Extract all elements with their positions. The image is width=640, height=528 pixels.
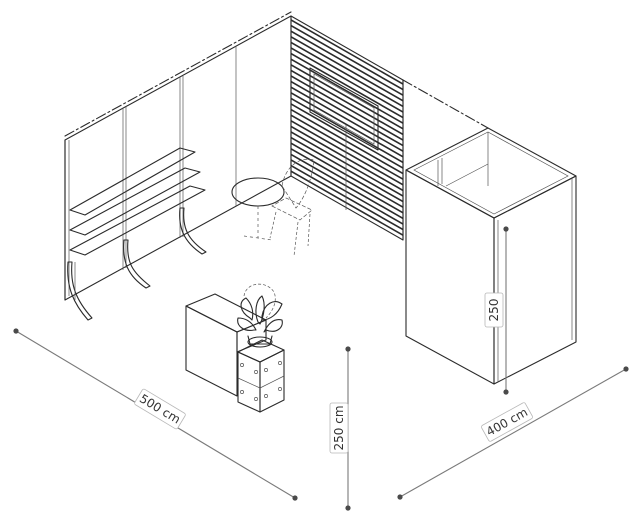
wall-slat <box>291 52 403 119</box>
counter <box>185 293 267 397</box>
cabin-height-label: 250 <box>487 299 501 322</box>
wall-slat <box>291 24 403 91</box>
wall-slat <box>291 19 403 85</box>
wall-slat <box>291 164 403 231</box>
bistro-table <box>231 177 285 241</box>
depth-dimension: 400 cm <box>397 366 629 500</box>
wall-slat <box>291 125 403 192</box>
wall-slat <box>291 108 403 175</box>
wall-slat <box>291 114 403 180</box>
wall-slat <box>291 120 403 186</box>
wall-slat <box>291 131 403 197</box>
slat-wall <box>290 15 404 241</box>
left-wall <box>64 11 292 301</box>
wall-slat <box>291 153 403 220</box>
wall-slat <box>291 30 403 96</box>
height-dimension: 250 cm <box>329 346 351 511</box>
plant-icon <box>237 283 283 348</box>
wall-window <box>309 67 379 151</box>
right-wall <box>402 79 489 241</box>
wall-slat <box>291 136 403 203</box>
cabin-height-dimension: 250 <box>484 226 509 395</box>
width-dimension: 500 cm <box>13 328 298 501</box>
storage-cabin <box>405 127 577 385</box>
wall-shelves <box>67 147 207 321</box>
wall-slat <box>291 142 403 208</box>
wall-slat <box>291 36 403 102</box>
wall-slat <box>291 41 403 108</box>
plant-stand <box>237 339 285 413</box>
height-label: 250 cm <box>332 405 346 450</box>
wall-slat <box>291 103 403 169</box>
chair <box>269 158 315 257</box>
wall-slat <box>291 159 403 225</box>
wall-slat <box>291 47 403 113</box>
